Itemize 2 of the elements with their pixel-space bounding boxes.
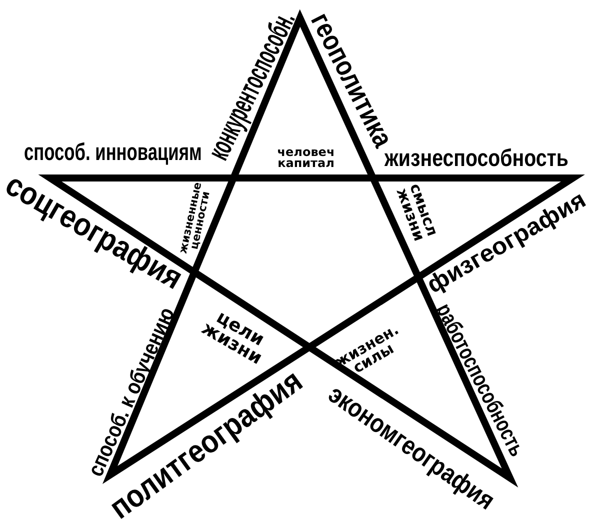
term-label: жизнеспособность bbox=[384, 147, 568, 171]
term-label: способ. инновациям bbox=[24, 141, 202, 165]
